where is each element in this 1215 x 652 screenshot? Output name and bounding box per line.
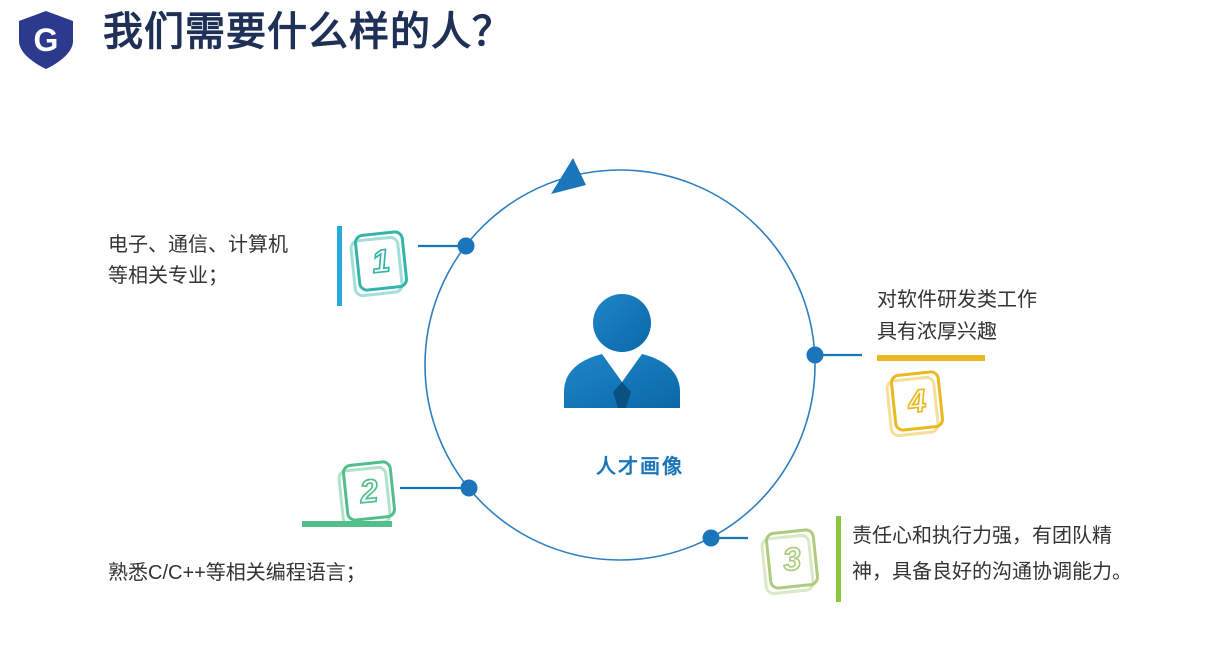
- person-body: [564, 354, 680, 408]
- item-4-accent-bar: [877, 355, 985, 361]
- node-dot-1: [457, 237, 475, 255]
- item-3-text: 责任心和执行力强，有团队精 神，具备良好的沟通协调能力。: [852, 518, 1132, 590]
- item-1-line-1: 电子、通信、计算机: [108, 234, 288, 256]
- item-1-text: 电子、通信、计算机 等相关专业；: [108, 230, 288, 292]
- page-title: 我们需要什么样的人？: [103, 10, 513, 54]
- item-2-text: 熟悉C/C++等相关编程语言；: [108, 562, 366, 584]
- node-dot-4: [806, 346, 824, 364]
- person-head: [593, 294, 651, 352]
- cycle-circle: [424, 169, 816, 561]
- badge-1-number: 1: [369, 241, 392, 280]
- item-3-line-2: 神，具备良好的沟通协调能力。: [852, 561, 1132, 583]
- logo-shield-icon: G: [19, 11, 73, 69]
- number-badge-1: 1: [353, 229, 409, 293]
- number-badge-2: 2: [341, 459, 397, 523]
- item-1-accent-bar: [337, 226, 342, 306]
- badge-3-number: 3: [780, 539, 803, 578]
- person-tie: [613, 382, 631, 408]
- item-3-accent-bar: [836, 516, 841, 602]
- person-icon: [564, 294, 680, 408]
- item-4-line-2: 具有浓厚兴趣: [877, 321, 997, 343]
- node-dot-3: [702, 529, 720, 547]
- number-badge-3: 3: [764, 527, 820, 591]
- logo-letter: G: [34, 22, 59, 58]
- center-label: 人才画像: [596, 456, 684, 478]
- item-3-line-1: 责任心和执行力强，有团队精: [852, 525, 1112, 547]
- badge-2-number: 2: [357, 471, 380, 510]
- item-4-line-1: 对软件研发类工作: [877, 289, 1037, 311]
- item-2-accent-bar: [302, 521, 392, 527]
- item-1-line-2: 等相关专业；: [108, 265, 228, 287]
- number-badge-4: 4: [889, 369, 945, 433]
- node-dot-2: [460, 479, 478, 497]
- badge-4-number: 4: [905, 381, 928, 420]
- cycle-diagram: [400, 158, 862, 561]
- item-4-text: 对软件研发类工作 具有浓厚兴趣: [877, 284, 1037, 348]
- shield-shape: [19, 11, 73, 69]
- cycle-arrow-icon: [551, 158, 586, 194]
